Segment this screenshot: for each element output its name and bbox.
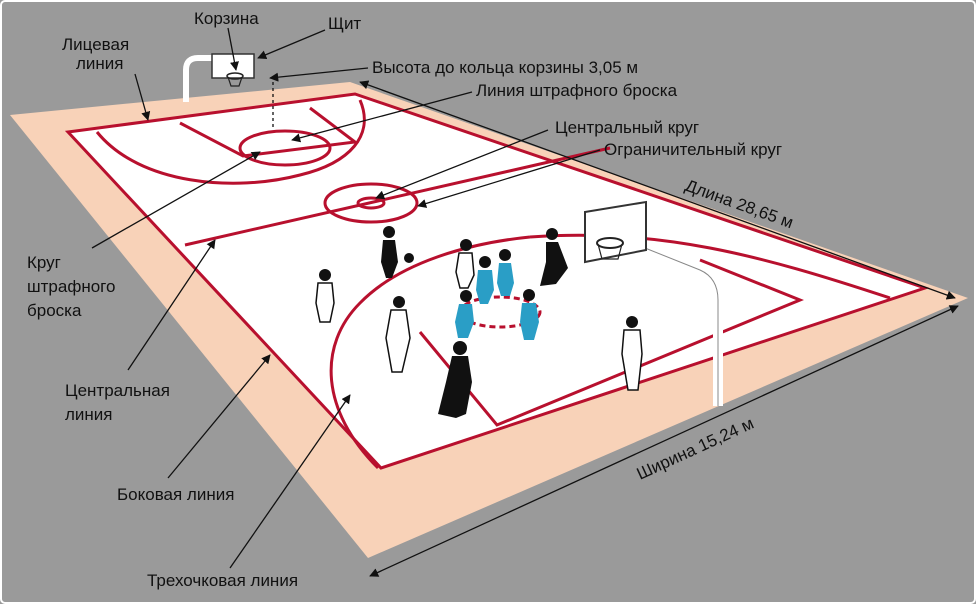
leader-free-throw-line	[291, 91, 473, 143]
label-free-throw-circle-3: броска	[27, 301, 82, 320]
label-free-throw-circle-2: штрафного	[27, 277, 115, 296]
length-dimension-line	[359, 80, 956, 300]
label-three-point-line: Трехочковая линия	[147, 571, 298, 590]
leader-endline	[134, 73, 151, 121]
leader-center-line	[127, 239, 216, 371]
label-basket: Корзина	[194, 9, 259, 28]
label-free-throw-circle-1: Круг	[27, 253, 61, 272]
label-center-line-2: линия	[65, 405, 113, 424]
referee	[315, 269, 335, 323]
leader-restricting-circle	[417, 149, 601, 208]
label-center-line-1: Центральная	[65, 381, 170, 400]
leader-backboard	[257, 29, 326, 60]
label-endline-2: линия	[76, 54, 124, 73]
dimension-lines	[272, 80, 959, 577]
leader-lines	[91, 27, 601, 569]
label-center-circle: Центральный круг	[555, 118, 699, 137]
leader-center-circle	[375, 129, 549, 200]
far-basket-pole	[183, 55, 212, 102]
label-free-throw-line: Линия штрафного броска	[476, 81, 678, 100]
width-dimension-line	[369, 305, 959, 577]
label-backboard: Щит	[328, 14, 361, 33]
ball	[404, 253, 414, 263]
leader-rim-height	[269, 67, 369, 82]
leader-free-throw-circle	[91, 151, 261, 249]
far-net	[227, 76, 243, 87]
label-restricting-circle: Ограничительный круг	[604, 140, 782, 159]
label-sideline: Боковая линия	[117, 485, 234, 504]
leader-sideline	[167, 354, 271, 479]
leader-three-point-line	[229, 394, 351, 569]
leader-basket	[227, 27, 239, 71]
far-hoop	[226, 72, 244, 80]
far-key	[179, 106, 359, 158]
label-endline-1: Лицевая	[62, 35, 129, 54]
label-rim-height: Высота до кольца корзины 3,05 м	[372, 58, 638, 77]
far-free-throw-circle	[238, 129, 332, 167]
